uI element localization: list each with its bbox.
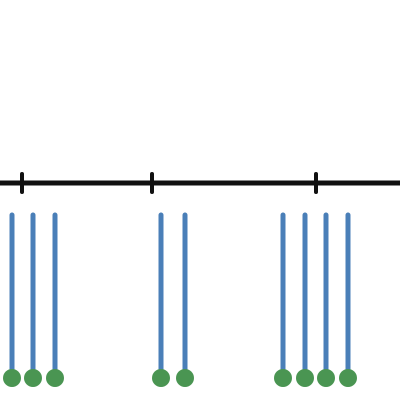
event-dots	[3, 369, 357, 387]
event-dot	[274, 369, 292, 387]
event-dot	[296, 369, 314, 387]
timeline-ticks	[20, 172, 318, 194]
event-dot	[152, 369, 170, 387]
event-dot	[24, 369, 42, 387]
event-dot	[339, 369, 357, 387]
event-dot	[317, 369, 335, 387]
event-dot	[176, 369, 194, 387]
event-dot	[46, 369, 64, 387]
event-stems	[9, 212, 351, 381]
event-dot	[3, 369, 21, 387]
